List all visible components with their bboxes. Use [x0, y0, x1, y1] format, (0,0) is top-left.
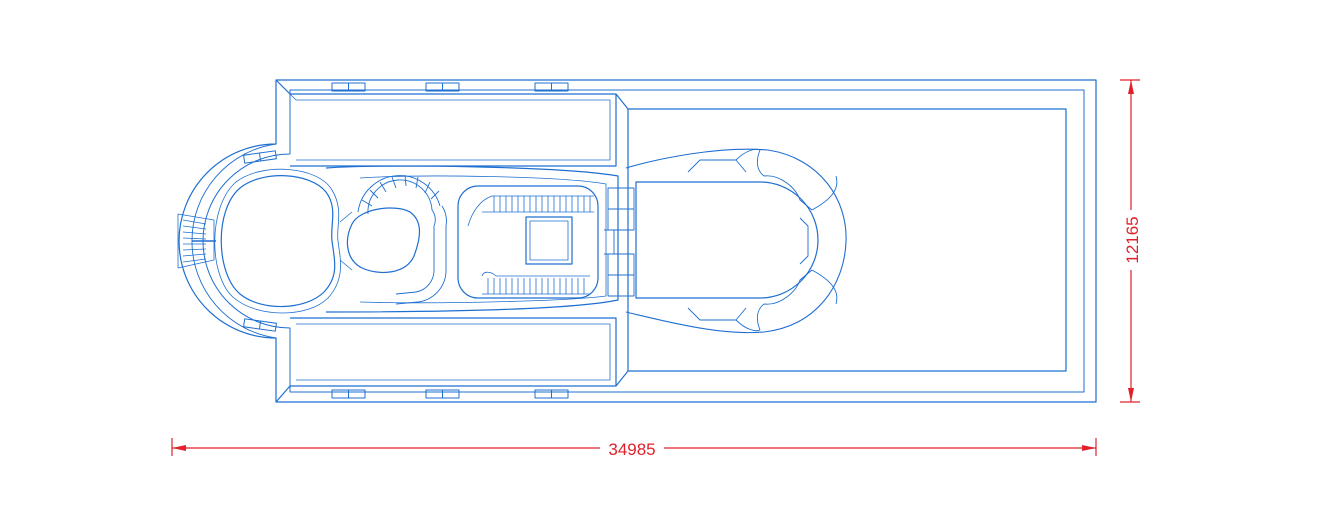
width-dimension [1120, 79, 1140, 403]
window-bottom-2 [425, 389, 460, 399]
stair-flight-upper [467, 195, 594, 227]
width-dimension-label: 12165 [1123, 216, 1142, 263]
length-dimension-label: 34985 [608, 440, 655, 459]
central-lounge [346, 207, 421, 274]
lower-cabin-block [290, 317, 617, 387]
inner-hull [202, 89, 1085, 393]
door-posts [604, 187, 635, 297]
window-bottom-3 [534, 389, 569, 399]
right-dome-room [635, 181, 819, 299]
left-dome-room [220, 175, 336, 308]
right-deck [627, 108, 1067, 372]
window-dome-upper [243, 150, 277, 164]
window-bottom-1 [331, 389, 366, 399]
right-dome-ring [625, 148, 847, 334]
spiral-staircase [357, 174, 447, 305]
dome-deck [191, 143, 277, 339]
stair-hall [457, 185, 599, 299]
stair-core [525, 216, 573, 265]
windows [243, 82, 569, 399]
outer-hull [178, 79, 1097, 403]
window-top-1 [331, 82, 366, 92]
central-corridor [325, 165, 619, 313]
plan-linework [177, 79, 1097, 403]
upper-cabin-block [290, 93, 617, 167]
window-dome-lower [243, 318, 277, 332]
window-top-2 [425, 82, 460, 92]
stern-stairs [177, 213, 216, 269]
length-dimension [171, 438, 1097, 456]
stair-flight-lower [481, 271, 590, 295]
window-top-3 [534, 82, 569, 92]
